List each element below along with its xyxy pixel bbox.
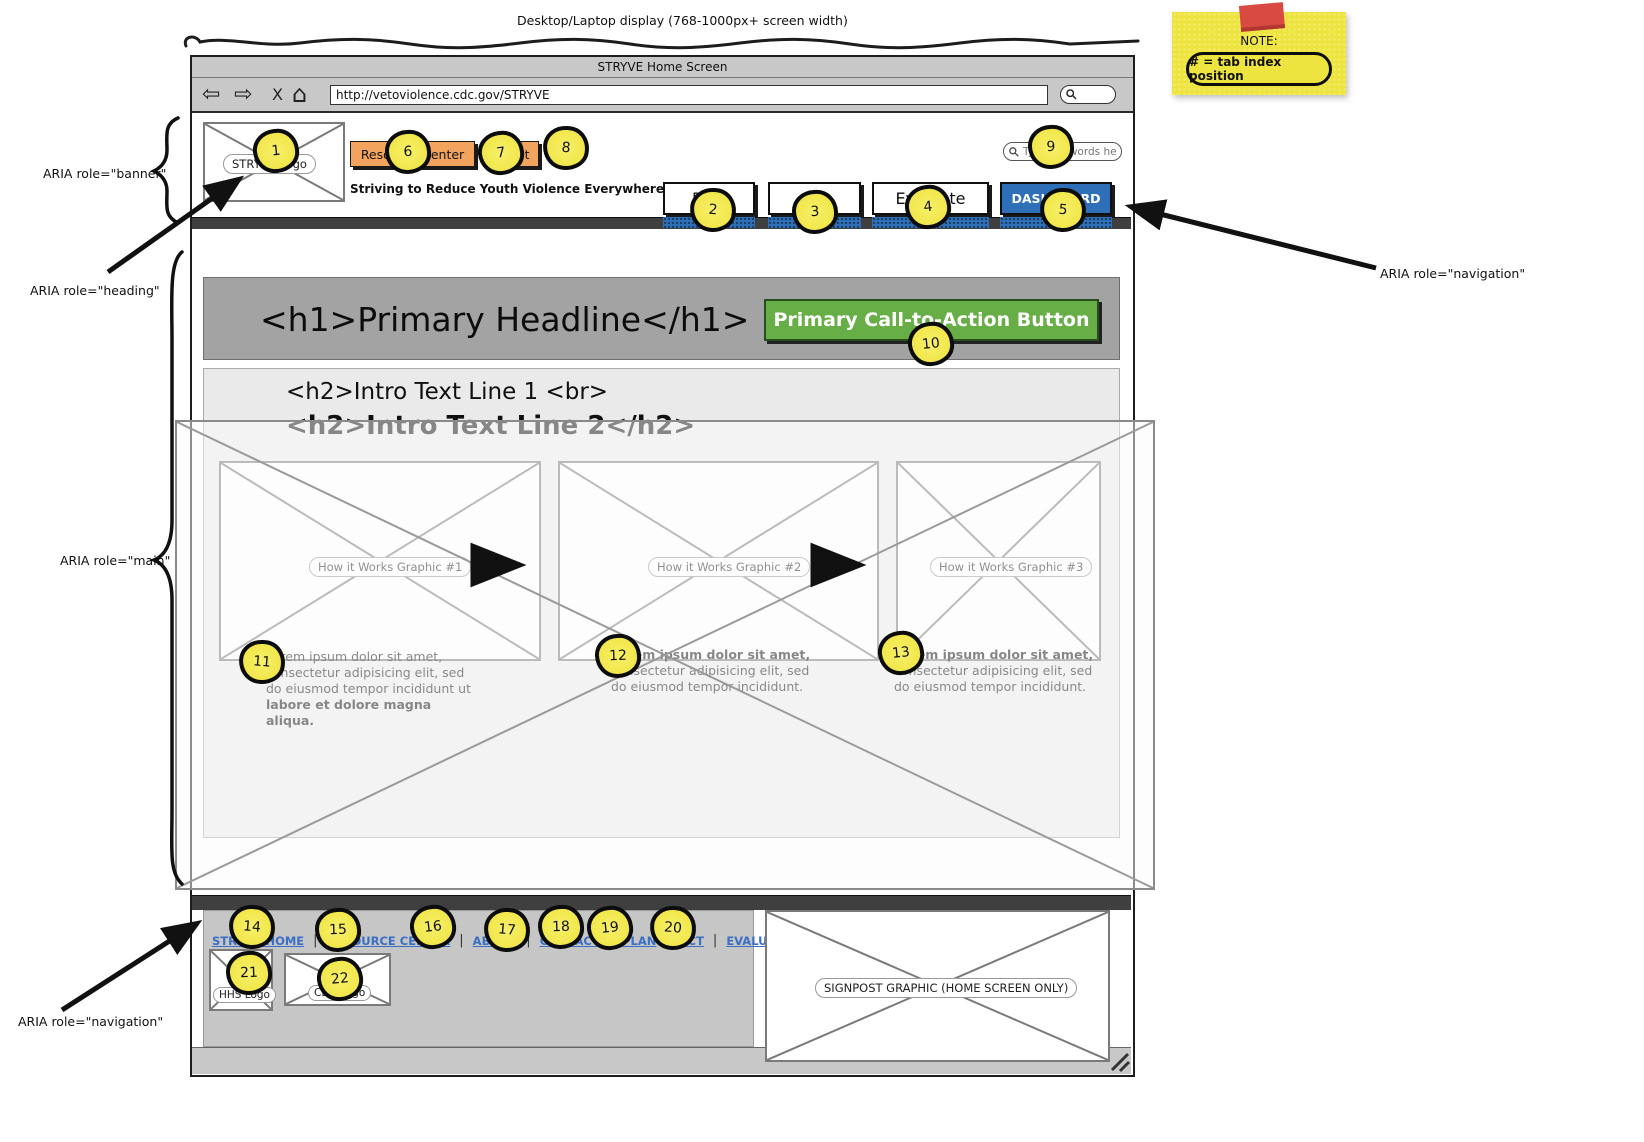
url-input[interactable] — [330, 85, 1048, 105]
search-icon — [1009, 146, 1019, 157]
browser-toolbar: ⇦ ⇨ X ⌂ — [192, 78, 1133, 113]
toolbar-search-button[interactable] — [1060, 85, 1116, 104]
hero-band: <h1>Primary Headline</h1> Primary Call-t… — [203, 277, 1120, 360]
forward-icon[interactable]: ⇨ — [234, 82, 253, 107]
search-icon — [1066, 89, 1077, 100]
stop-icon[interactable]: X — [272, 85, 283, 104]
tape-icon — [1238, 2, 1286, 32]
aria-navigation-tabs-label: ARIA role="navigation" — [1380, 266, 1526, 281]
aria-navigation-footer-label: ARIA role="navigation" — [18, 1014, 164, 1029]
note-title: NOTE: — [1240, 34, 1278, 48]
footer-separator: | — [526, 933, 531, 948]
aria-main-label: ARIA role="main" — [60, 553, 171, 568]
aria-navigation-tabs-arrow — [1124, 199, 1377, 271]
primary-headline: <h1>Primary Headline</h1> — [260, 300, 750, 339]
back-icon[interactable]: ⇦ — [202, 82, 221, 107]
note-legend: # = tab index position — [1186, 52, 1332, 86]
footer-separator: | — [712, 933, 718, 948]
tagline: Striving to Reduce Youth Violence Everyw… — [350, 182, 664, 196]
footer-separator: | — [313, 933, 318, 948]
aria-banner-label: ARIA role="banner" — [43, 166, 167, 181]
home-icon[interactable]: ⌂ — [292, 80, 308, 108]
window-title: STRYVE Home Screen — [597, 60, 728, 74]
sticky-note: NOTE: # = tab index position — [1172, 2, 1346, 95]
footer-separator: | — [459, 933, 464, 948]
window-titlebar: STRYVE Home Screen — [192, 57, 1133, 78]
top-squiggle-line — [183, 35, 1140, 50]
aria-navigation-footer-arrow — [60, 919, 203, 1013]
nav-divider-bar — [192, 217, 1131, 229]
overlay-crossed-region — [175, 420, 1155, 890]
signpost-graphic: SIGNPOST GRAPHIC (HOME SCREEN ONLY) — [765, 910, 1110, 1062]
display-size-label: Desktop/Laptop display (768-1000px+ scre… — [517, 13, 848, 28]
primary-cta-label: Primary Call-to-Action Button — [773, 309, 1090, 331]
aria-heading-label: ARIA role="heading" — [30, 283, 160, 298]
intro-line-1: <h2>Intro Text Line 1 <br> — [286, 379, 609, 405]
signpost-graphic-label: SIGNPOST GRAPHIC (HOME SCREEN ONLY) — [815, 978, 1078, 998]
